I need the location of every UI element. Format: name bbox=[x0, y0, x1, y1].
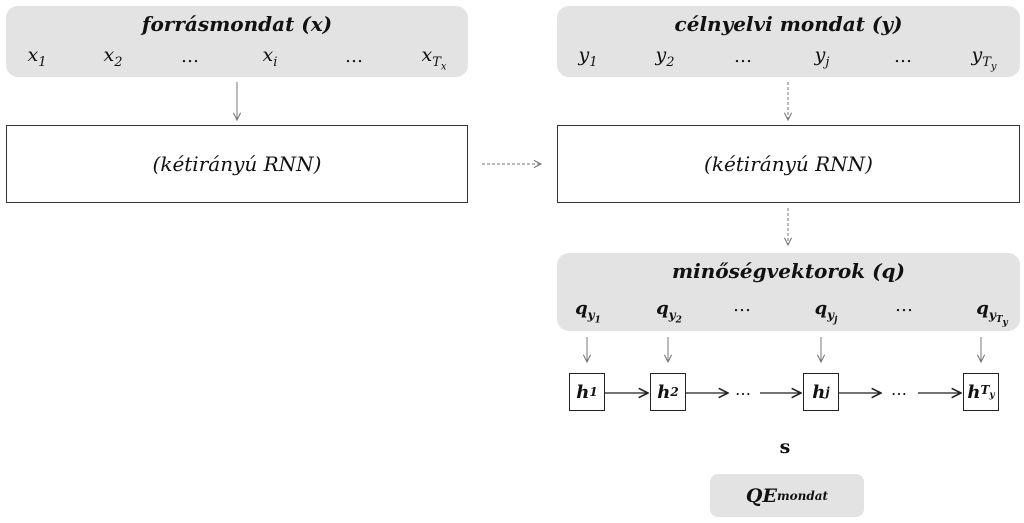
hidden-state-base: h bbox=[967, 381, 981, 403]
source-token-base: x bbox=[421, 44, 433, 66]
hidden-state-base: h bbox=[576, 381, 590, 403]
source-birnn-label: (kétirányú RNN) bbox=[152, 152, 322, 176]
quality-ellipsis: … bbox=[733, 295, 751, 316]
target-token-base: y bbox=[814, 44, 826, 66]
quality-vector-base: q bbox=[656, 298, 669, 319]
target-token: yj bbox=[815, 44, 830, 70]
hidden-state-base: h bbox=[812, 381, 826, 403]
hidden-state-subscript: Ty bbox=[980, 383, 995, 401]
target-token: y2 bbox=[655, 44, 674, 70]
source-token-subscript: i bbox=[273, 54, 278, 70]
hidden-state-subscript: j bbox=[825, 385, 830, 399]
source-ellipsis: … bbox=[345, 46, 363, 67]
source-token-base: x bbox=[103, 44, 115, 66]
quality-vector-subscript: yj bbox=[827, 307, 838, 325]
source-token-subscript: 1 bbox=[38, 54, 47, 70]
target-sentence-panel: célnyelvi mondat (y) bbox=[557, 6, 1020, 77]
sentence-vector-label: s bbox=[779, 436, 791, 458]
quality-vector-subscript: yTy bbox=[988, 307, 1008, 328]
target-token-subscript: Ty bbox=[982, 54, 997, 73]
quality-vector-base: q bbox=[976, 298, 989, 319]
target-token: yTy bbox=[971, 44, 996, 72]
source-birnn-box: (kétirányú RNN) bbox=[6, 125, 468, 203]
target-token-subscript: j bbox=[825, 54, 830, 70]
quality-vectors-title: minőségvektorok (q) bbox=[672, 259, 905, 283]
quality-vector: qy1 bbox=[575, 298, 601, 325]
source-token: xi bbox=[263, 44, 278, 70]
hidden-state-subscript: 2 bbox=[670, 385, 679, 399]
quality-vector-subscript: y1 bbox=[587, 307, 601, 325]
source-token-subscript: 2 bbox=[114, 54, 123, 70]
hidden-state-base: h bbox=[657, 381, 671, 403]
target-ellipsis: … bbox=[734, 46, 752, 67]
quality-vector-subsubscript: Ty bbox=[995, 314, 1008, 328]
source-token-subscript: Tx bbox=[432, 54, 447, 73]
qe-base: QE bbox=[745, 484, 777, 507]
target-token-base: y bbox=[578, 44, 590, 66]
target-token: y1 bbox=[578, 44, 597, 70]
source-token: xTx bbox=[421, 44, 446, 72]
quality-vectors-panel: minőségvektorok (q) bbox=[557, 253, 1020, 331]
quality-vector: qy2 bbox=[656, 298, 682, 325]
quality-vector-base: q bbox=[575, 298, 588, 319]
source-token-subsubscript: x bbox=[440, 61, 447, 73]
hidden-ellipsis: … bbox=[735, 380, 751, 399]
hidden-state-subscript: 1 bbox=[589, 385, 598, 399]
source-sentence-title: forrásmondat (x) bbox=[141, 12, 333, 36]
quality-ellipsis: … bbox=[895, 295, 913, 316]
source-token: x1 bbox=[28, 44, 47, 70]
target-token-base: y bbox=[971, 44, 983, 66]
quality-vector-subsubscript: 1 bbox=[594, 314, 601, 325]
target-token-subscript: 1 bbox=[589, 54, 598, 70]
quality-vector: qyTy bbox=[976, 298, 1008, 328]
source-token-base: x bbox=[27, 44, 39, 66]
target-birnn-box: (kétirányú RNN) bbox=[557, 125, 1020, 203]
target-birnn-label: (kétirányú RNN) bbox=[704, 152, 873, 176]
quality-vector-subsubscript: j bbox=[834, 314, 838, 325]
quality-vector-subsubsubscript: y bbox=[1002, 317, 1008, 328]
target-token-subscript: 2 bbox=[666, 54, 675, 70]
source-token: x2 bbox=[104, 44, 123, 70]
quality-vector-subsubscript: 2 bbox=[675, 314, 682, 325]
source-token-base: x bbox=[262, 44, 274, 66]
quality-vector: qyj bbox=[815, 298, 838, 325]
target-ellipsis: … bbox=[894, 46, 912, 67]
qe-subscript: mondat bbox=[776, 488, 829, 503]
hidden-state-subsubscript: y bbox=[989, 390, 995, 401]
quality-vector-base: q bbox=[814, 298, 828, 319]
target-token-subsubscript: y bbox=[990, 61, 997, 73]
source-sentence-panel: forrásmondat (x) bbox=[6, 6, 468, 77]
quality-vector-subscript: y2 bbox=[668, 307, 682, 325]
hidden-ellipsis: … bbox=[891, 380, 907, 399]
target-sentence-title: célnyelvi mondat (y) bbox=[674, 12, 903, 36]
source-ellipsis: … bbox=[181, 46, 199, 67]
target-token-base: y bbox=[655, 44, 667, 66]
